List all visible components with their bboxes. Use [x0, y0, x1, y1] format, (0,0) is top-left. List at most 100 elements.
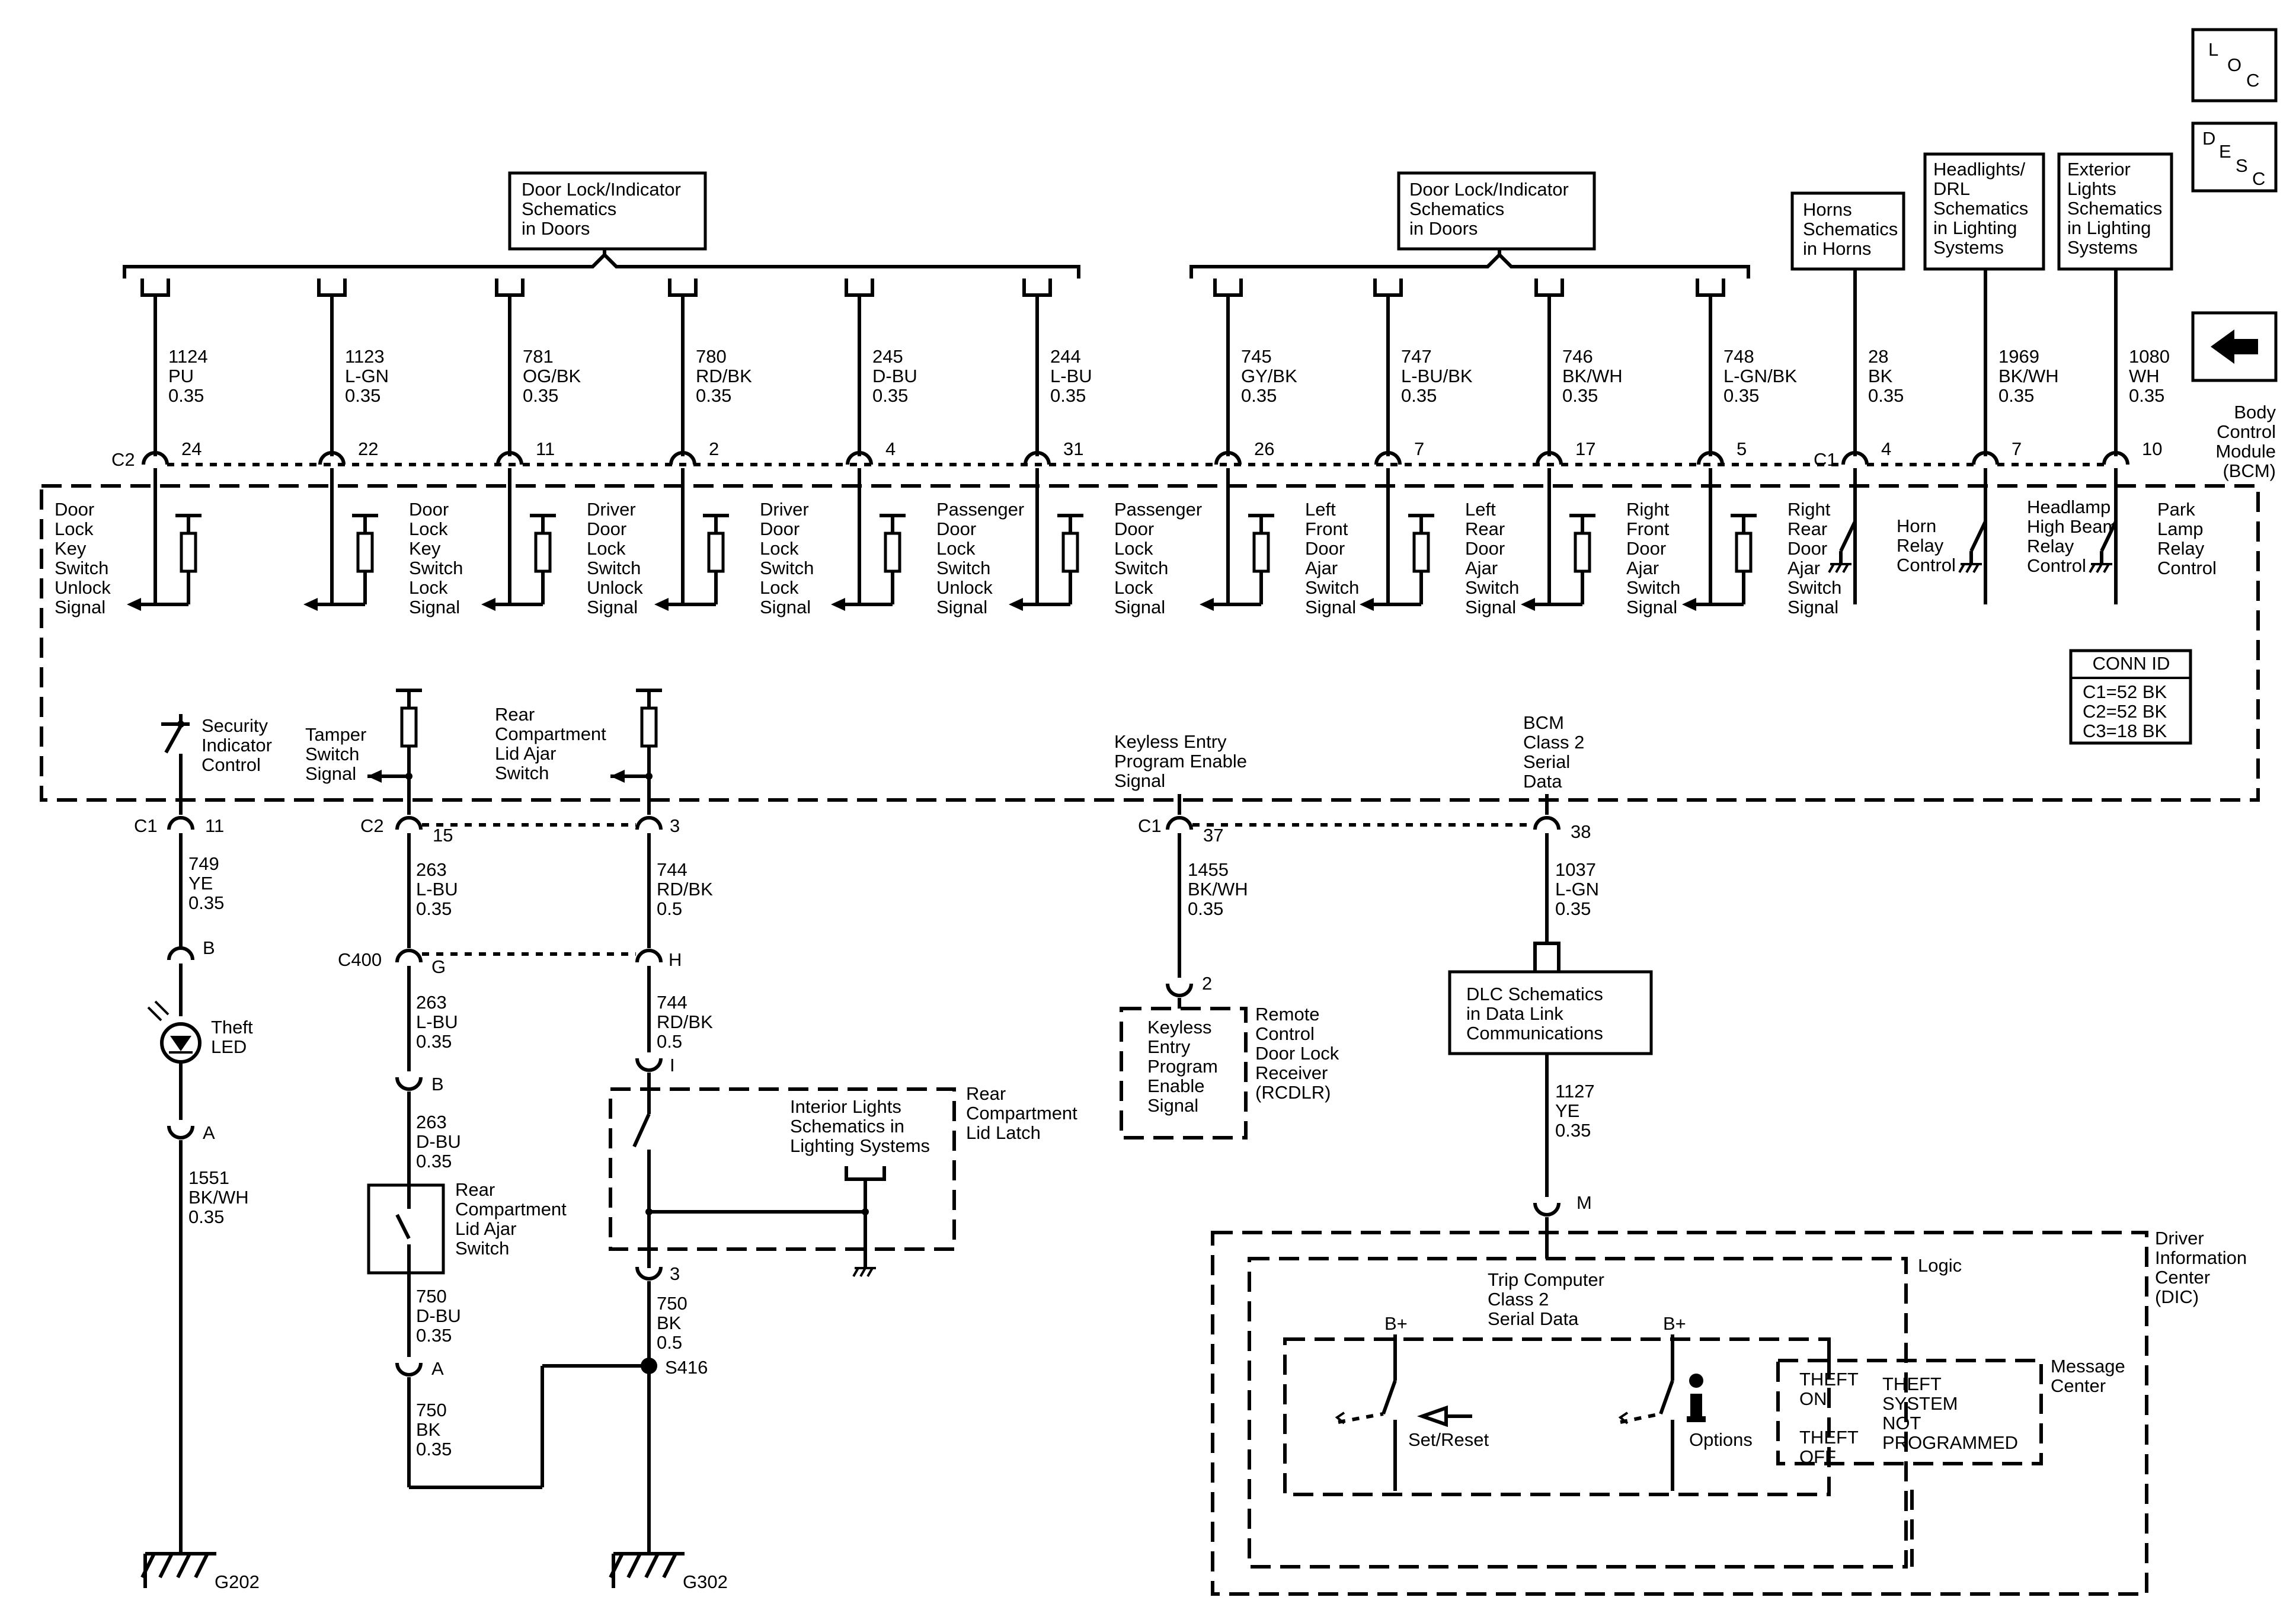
node-dot — [645, 773, 653, 780]
latch-label: Compartment — [966, 1103, 1077, 1124]
relay-label: Headlamp — [2027, 497, 2110, 517]
relay-label: Park — [2157, 499, 2195, 520]
circuit-number: 1080 — [2129, 346, 2170, 367]
signal-label: Lock — [1114, 538, 1153, 559]
ground-icon — [1828, 563, 1851, 573]
class2-label: Data — [1523, 771, 1562, 792]
wire-gauge: 0.35 — [2129, 385, 2164, 406]
wire-spec: BK/WH — [188, 1187, 249, 1208]
rear-ajar-label: Switch — [495, 763, 549, 783]
switch-outline — [1283, 1337, 1831, 1496]
set-reset-label: Set/Reset — [1408, 1429, 1489, 1450]
conn-id-box — [2069, 649, 2192, 745]
back-arrow-icon[interactable] — [2191, 311, 2278, 382]
pin-number: 11 — [536, 438, 555, 459]
signal-label: Signal — [409, 597, 460, 617]
circuit-number: 28 — [1868, 346, 1888, 367]
pin-number: H — [669, 949, 682, 970]
signal-label: Signal — [1465, 597, 1516, 617]
set-reset-switch — [1382, 1379, 1397, 1415]
pin-number: 3 — [670, 1263, 680, 1284]
bcm-name: Module — [2215, 441, 2276, 462]
conn-id-entry: C2=52 BK — [2083, 701, 2167, 722]
signal-label: Switch — [760, 558, 814, 578]
wire-gauge: 0.35 — [1868, 385, 1904, 406]
rcdlr-outline — [1120, 1007, 1248, 1140]
wire-spec: 0.35 — [416, 1325, 452, 1346]
relay-switch — [2100, 520, 2118, 552]
pin-number: 17 — [1575, 438, 1595, 459]
loc-nav-box — [2191, 28, 2278, 103]
connector-terminal — [1024, 451, 1051, 465]
signal-label: Right — [1626, 499, 1670, 520]
wire-color: OG/BK — [523, 366, 581, 386]
ref-label: Schematics — [1933, 198, 2028, 219]
door-lock-ref-box-left — [508, 171, 707, 251]
bcm-name: Body — [2234, 402, 2276, 422]
rcdlr-label: (RCDLR) — [1255, 1082, 1331, 1103]
signal-arrow-icon — [481, 598, 495, 611]
conn-id-entry: C3=18 BK — [2083, 721, 2167, 741]
wire-spec: 0.35 — [416, 1439, 452, 1459]
wire-spec: 744 — [657, 992, 687, 1013]
harness-bracket-right — [1189, 252, 1750, 279]
rear-ajar-label: Lid Ajar — [495, 743, 556, 764]
relay-label: Relay — [2157, 538, 2205, 559]
latch-label: Lid Latch — [966, 1122, 1041, 1143]
signal-arrow-icon — [1521, 598, 1535, 611]
signal-label: Switch — [55, 558, 108, 578]
signal-label: Rear — [1787, 518, 1827, 539]
harness-stub — [845, 279, 874, 297]
connector-terminal — [635, 1058, 663, 1072]
signal-label: Switch — [1787, 577, 1841, 598]
class2-label: BCM — [1523, 712, 1564, 733]
rear-latch-outline — [609, 1087, 956, 1251]
harness-stub — [140, 279, 170, 297]
tamper-label: Switch — [305, 744, 359, 764]
security-switch — [164, 725, 183, 754]
circuit-number: 1123 — [345, 346, 385, 367]
wire-spec: 0.35 — [1555, 898, 1591, 919]
harness-stub — [1373, 279, 1403, 297]
ref-label: Door Lock/Indicator — [1409, 179, 1569, 200]
pin-number: 2 — [1202, 973, 1212, 994]
wire-spec: BK — [416, 1419, 441, 1440]
wire-spec: 0.35 — [416, 1151, 452, 1172]
keyless-box-label: Enable — [1147, 1076, 1205, 1096]
signal-label: Signal — [1305, 597, 1356, 617]
signal-arrow-icon — [831, 598, 845, 611]
node-dot — [405, 773, 412, 780]
signal-label: Signal — [55, 597, 105, 617]
relay-label: Horn — [1897, 516, 1936, 536]
wire-color: L-GN — [345, 366, 389, 386]
signal-label: Left — [1305, 499, 1336, 520]
ref-label: in Horns — [1803, 238, 1871, 259]
pin-number: 37 — [1203, 825, 1223, 846]
options-label: Options — [1689, 1429, 1753, 1450]
wire-color: GY/BK — [1241, 366, 1297, 386]
signal-label: Signal — [1626, 597, 1677, 617]
wire-gauge: 0.35 — [1241, 385, 1277, 406]
pin-number: 10 — [2142, 438, 2162, 459]
wire-gauge: 0.35 — [872, 385, 908, 406]
connector-terminal — [1166, 983, 1193, 997]
dlc-label: DLC Schematics — [1466, 984, 1603, 1004]
wire-color: L-GN/BK — [1723, 366, 1797, 386]
wire-spec: D-BU — [416, 1131, 461, 1152]
wire-spec: 0.35 — [416, 898, 452, 919]
dlc-label: Communications — [1466, 1023, 1603, 1044]
logic-outline — [1248, 1257, 1908, 1569]
bcm-outline — [40, 484, 2260, 802]
keyless-label: Keyless Entry — [1114, 731, 1227, 752]
connector-terminal — [669, 451, 696, 465]
signal-label: Key — [409, 538, 441, 559]
circuit-number: 746 — [1562, 346, 1593, 367]
connector-terminal — [167, 946, 194, 961]
connector-terminal — [318, 451, 346, 465]
ref-label: in Lighting — [2067, 217, 2151, 238]
signal-label: Driver — [760, 499, 809, 520]
signal-label: Door — [409, 499, 449, 520]
desc-letter: D — [2202, 128, 2215, 149]
signal-label: Unlock — [55, 577, 111, 598]
